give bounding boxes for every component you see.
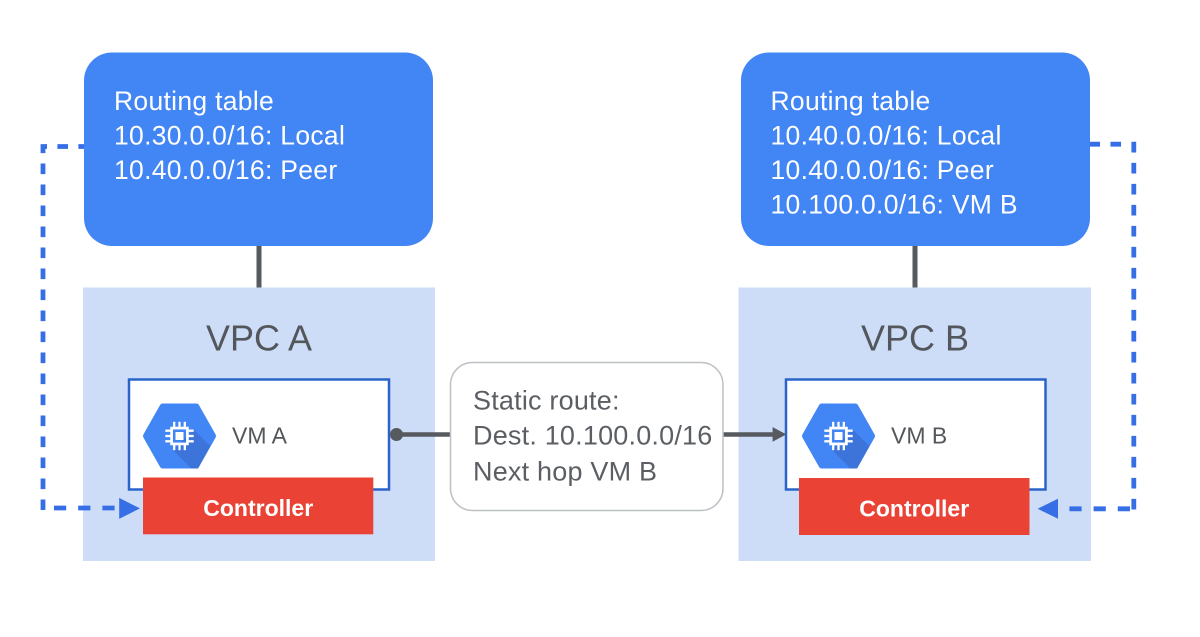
svg-text:Routing table: Routing table <box>771 86 931 116</box>
svg-text:10.100.0.0/16: VM B: 10.100.0.0/16: VM B <box>771 190 1018 220</box>
svg-text:Next hop VM B: Next hop VM B <box>473 457 657 487</box>
svg-text:VPC B: VPC B <box>861 318 969 359</box>
svg-text:VM B: VM B <box>891 423 947 449</box>
svg-text:10.30.0.0/16: Local: 10.30.0.0/16: Local <box>114 121 345 151</box>
svg-text:Dest. 10.100.0.0/16: Dest. 10.100.0.0/16 <box>473 421 712 451</box>
svg-text:10.40.0.0/16: Peer: 10.40.0.0/16: Peer <box>771 155 994 185</box>
svg-text:Routing table: Routing table <box>114 86 274 116</box>
svg-text:10.40.0.0/16: Peer: 10.40.0.0/16: Peer <box>114 155 337 185</box>
svg-text:Controller: Controller <box>859 496 969 522</box>
svg-text:Controller: Controller <box>203 495 313 521</box>
svg-text:VM A: VM A <box>232 423 288 449</box>
svg-text:10.40.0.0/16: Local: 10.40.0.0/16: Local <box>771 121 1002 151</box>
svg-text:VPC A: VPC A <box>206 318 312 359</box>
svg-text:Static route:: Static route: <box>473 386 620 416</box>
